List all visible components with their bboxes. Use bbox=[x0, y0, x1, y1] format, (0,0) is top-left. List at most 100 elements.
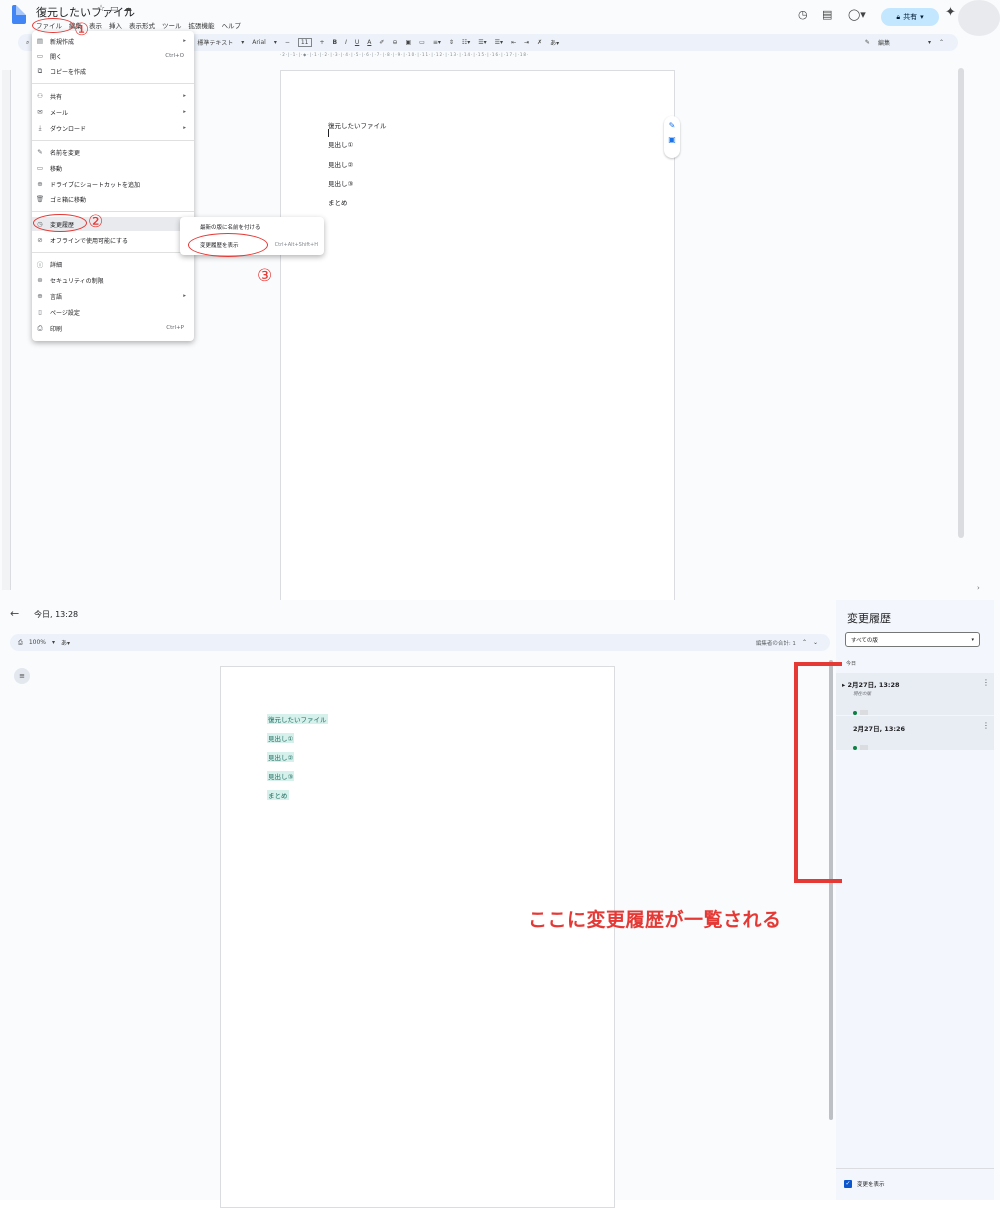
font-size-input[interactable]: 11 bbox=[297, 38, 312, 47]
print-icon[interactable]: ⎙ bbox=[18, 638, 23, 646]
doc-line[interactable]: 復元したいファイル bbox=[328, 122, 387, 130]
collapse-toolbar-icon[interactable]: ⌃ bbox=[938, 39, 944, 46]
doc-line[interactable]: 見出し③ bbox=[328, 180, 354, 188]
highlight-icon[interactable]: ✐ bbox=[379, 39, 385, 46]
decrease-indent-icon[interactable]: ⇤ bbox=[511, 39, 517, 46]
menu-item-page-setup[interactable]: ▯ ページ設定 bbox=[32, 305, 194, 319]
doc-line: 見出し② bbox=[267, 752, 295, 762]
meet-icon[interactable]: ◯▾ bbox=[848, 8, 866, 21]
chevron-right-icon[interactable]: › bbox=[977, 584, 980, 592]
star-icon[interactable]: ☆ bbox=[97, 4, 106, 14]
menu-item-language[interactable]: ⊕ 言語 ▸ bbox=[32, 289, 194, 303]
menu-item-label: ダウンロード bbox=[50, 125, 87, 133]
link-icon[interactable]: ⊖ bbox=[392, 39, 398, 46]
doc-line: 見出し③ bbox=[267, 771, 295, 781]
menu-item-trash[interactable]: 🗑 ゴミ箱に移動 bbox=[32, 192, 194, 206]
text-color-icon[interactable]: A bbox=[367, 39, 372, 46]
zoom-select[interactable]: 100% bbox=[28, 639, 46, 646]
menu-item-label: 言語 bbox=[50, 293, 63, 301]
style-select[interactable]: 標準テキスト bbox=[197, 40, 234, 47]
bullet-list-icon[interactable]: ☰▾ bbox=[478, 39, 487, 46]
menu-item-download[interactable]: ⤓ ダウンロード ▸ bbox=[32, 121, 194, 135]
line-spacing-icon[interactable]: ⇕ bbox=[448, 39, 454, 46]
submenu-item-name-version[interactable]: 最新の版に名前を付ける bbox=[180, 220, 324, 234]
italic-icon[interactable]: I bbox=[345, 39, 347, 46]
share-button[interactable]: 🔒︎ 共有 ▾ bbox=[881, 8, 939, 26]
version-entry[interactable]: ▸ 2月27日, 13:28 現在の版 ⋮ bbox=[836, 673, 994, 715]
history-icon[interactable]: ◷ bbox=[798, 8, 808, 21]
menu-insert[interactable]: 挿入 bbox=[109, 22, 122, 30]
clear-format-icon[interactable]: ✗ bbox=[537, 39, 543, 46]
doc-line: 見出し① bbox=[267, 733, 295, 743]
edit-mode-icon[interactable]: ✎ bbox=[864, 39, 870, 46]
menu-format[interactable]: 表示形式 bbox=[129, 22, 155, 30]
menu-help[interactable]: ヘルプ bbox=[221, 22, 242, 30]
menu-item-offline[interactable]: ⊘ オフラインで使用可能にする bbox=[32, 233, 194, 247]
menu-item-new[interactable]: ▤ 新規作成 ▸ bbox=[32, 34, 194, 48]
font-select[interactable]: Arial bbox=[252, 39, 266, 46]
expand-arrow-icon[interactable]: ▸ bbox=[842, 681, 846, 689]
insert-comment-icon[interactable]: ▣ bbox=[405, 39, 412, 46]
add-image-icon[interactable]: ▣ bbox=[668, 135, 676, 144]
more-vert-icon[interactable]: ⋮ bbox=[982, 721, 990, 730]
increase-size-button[interactable]: + bbox=[319, 39, 325, 46]
menu-view[interactable]: 表示 bbox=[89, 22, 102, 30]
print-icon: ⎙ bbox=[37, 323, 43, 332]
menu-edit[interactable]: 編集 bbox=[69, 22, 82, 30]
comment-icon[interactable]: ▤ bbox=[822, 8, 833, 21]
spellcheck-icon[interactable]: あ▾ bbox=[550, 40, 560, 47]
menu-item-add-shortcut[interactable]: ⊕ ドライブにショートカットを追加 bbox=[32, 177, 194, 191]
doc-line[interactable]: まとめ bbox=[328, 199, 348, 207]
version-filter-select[interactable]: すべての版 ▾ bbox=[845, 632, 980, 647]
version-entry[interactable]: 2月27日, 13:26 ⋮ bbox=[836, 716, 994, 750]
scrollbar[interactable] bbox=[958, 68, 964, 538]
menu-item-security[interactable]: ⊛ セキュリティの制限 bbox=[32, 273, 194, 287]
editor-row bbox=[853, 735, 868, 754]
more-vert-icon[interactable]: ⋮ bbox=[982, 678, 990, 687]
menu-item-print[interactable]: ⎙ 印刷 Ctrl+P bbox=[32, 321, 194, 335]
avatar[interactable] bbox=[958, 0, 1000, 36]
numbered-list-icon[interactable]: ☰▾ bbox=[494, 39, 504, 46]
align-icon[interactable]: ≡▾ bbox=[432, 39, 441, 46]
checklist-icon[interactable]: ☷▾ bbox=[461, 39, 471, 46]
menu-item-copy[interactable]: ⧉ コピーを作成 bbox=[32, 64, 194, 78]
annotation-circle bbox=[32, 18, 74, 33]
menu-extensions[interactable]: 拡張機能 bbox=[188, 22, 215, 30]
menu-item-email[interactable]: ✉ メール ▸ bbox=[32, 105, 194, 119]
underline-icon[interactable]: U bbox=[354, 39, 360, 46]
edit-mode-select[interactable]: 編集 bbox=[877, 40, 890, 47]
folder-icon: ▭ bbox=[36, 52, 44, 60]
document-page[interactable] bbox=[280, 70, 675, 612]
search-menus-icon[interactable]: ⌕ bbox=[26, 38, 30, 46]
increase-indent-icon[interactable]: ⇥ bbox=[524, 39, 530, 46]
show-changes-checkbox[interactable]: ✓ bbox=[844, 1180, 852, 1188]
ai-write-icon[interactable]: ✎ bbox=[668, 121, 676, 130]
spellcheck-icon[interactable]: あ▾ bbox=[60, 640, 70, 647]
prev-change-icon[interactable]: ⌃ bbox=[801, 639, 807, 646]
doc-line: まとめ bbox=[267, 790, 289, 800]
scrollbar[interactable] bbox=[829, 660, 833, 1120]
bold-icon[interactable]: B bbox=[332, 39, 338, 46]
version-date: 2月27日, 13:26 bbox=[853, 725, 905, 733]
menu-tools[interactable]: ツール bbox=[162, 22, 182, 30]
menu-item-details[interactable]: ⓘ 詳細 bbox=[32, 257, 194, 271]
document-page bbox=[220, 666, 615, 1208]
offline-icon: ⊘ bbox=[37, 236, 43, 244]
horizontal-ruler[interactable]: ·2·|·1·|·◆·|·1·|·2·|·3·|·4·|·5·|·6·|·7·|… bbox=[280, 52, 530, 57]
menu-item-share[interactable]: ⚇ 共有 ▸ bbox=[32, 89, 194, 103]
folder-icon[interactable]: ▭ bbox=[110, 4, 119, 14]
next-change-icon[interactable]: ⌄ bbox=[812, 639, 818, 646]
doc-line[interactable]: 見出し② bbox=[328, 161, 354, 169]
decrease-size-button[interactable]: − bbox=[284, 39, 290, 46]
document-title[interactable]: 復元したいファイル bbox=[36, 6, 135, 19]
menu-item-open[interactable]: ▭ 開く Ctrl+O bbox=[32, 49, 194, 63]
doc-line[interactable]: 見出し① bbox=[328, 141, 354, 149]
back-arrow-icon[interactable]: ← bbox=[10, 607, 20, 620]
docs-logo-icon[interactable] bbox=[12, 5, 26, 24]
menu-item-rename[interactable]: ✎ 名前を変更 bbox=[32, 145, 194, 159]
insert-image-icon[interactable]: ▭ bbox=[419, 39, 425, 46]
gemini-icon[interactable]: ✦ bbox=[945, 5, 956, 20]
menu-item-move[interactable]: ▭ 移動 bbox=[32, 161, 194, 175]
outline-icon[interactable]: ≡ bbox=[14, 668, 30, 684]
vertical-ruler[interactable] bbox=[2, 70, 11, 590]
